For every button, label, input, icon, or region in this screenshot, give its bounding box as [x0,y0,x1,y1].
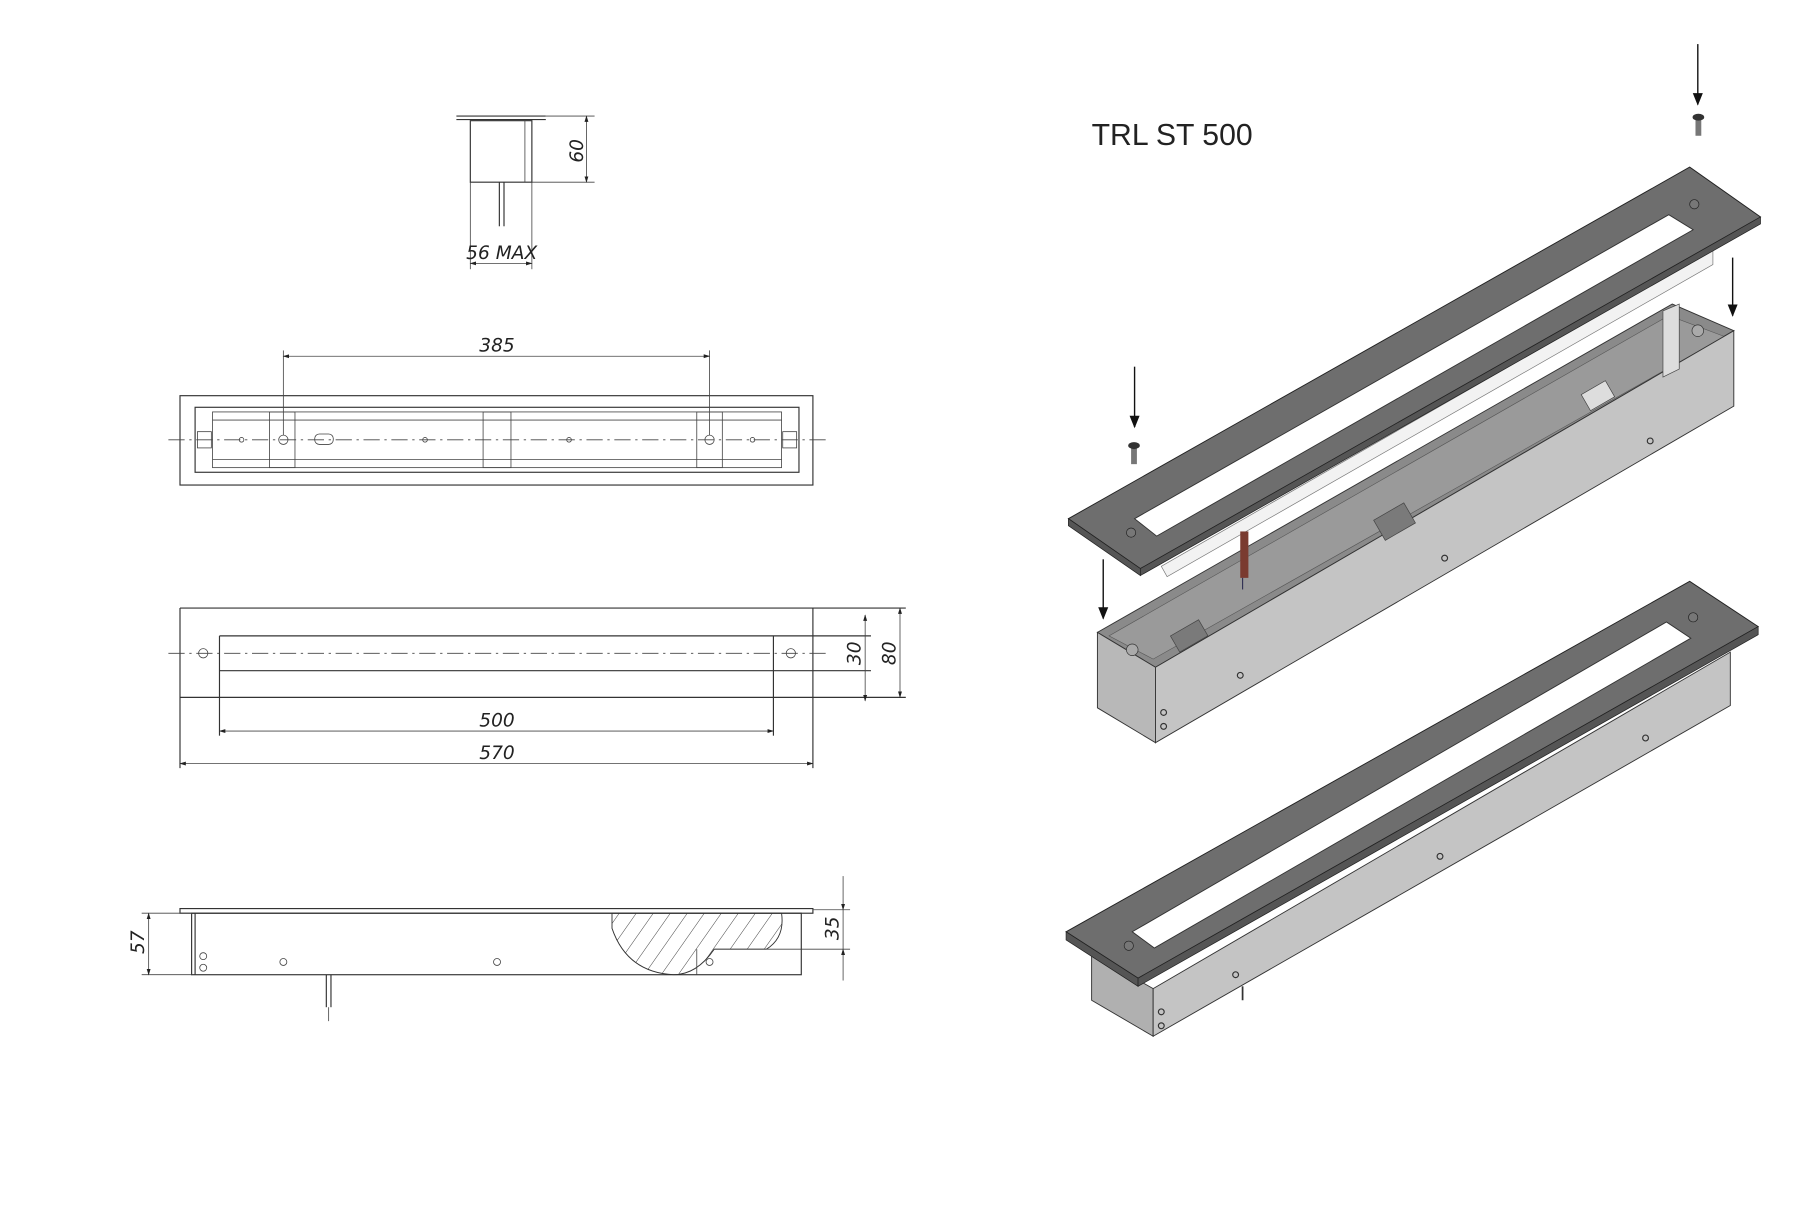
screw-icon [1128,442,1140,465]
cable [1240,531,1249,578]
side-view: 57 35 [128,876,851,1022]
exploded-view [1067,44,1762,744]
front-view: 30 80 500 570 [168,607,906,769]
dim-slot-length: 500 [479,710,514,731]
dim-end-height: 60 [567,139,588,163]
end-view: 60 56 MAX [456,115,595,270]
dim-plate-width: 80 [879,641,900,665]
dim-body-depth: 35 [822,916,843,940]
screw-icon [1692,113,1705,136]
plan-view: 385 [168,336,827,486]
product-title: TRL ST 500 [1092,119,1253,152]
dim-total-depth: 57 [128,930,149,954]
dim-slot-width: 30 [845,641,866,665]
dim-hole-spacing: 385 [479,336,514,357]
dim-plate-length: 570 [479,743,514,764]
assembled-view [1065,580,1760,1038]
dim-end-width: 56 MAX [466,243,538,264]
